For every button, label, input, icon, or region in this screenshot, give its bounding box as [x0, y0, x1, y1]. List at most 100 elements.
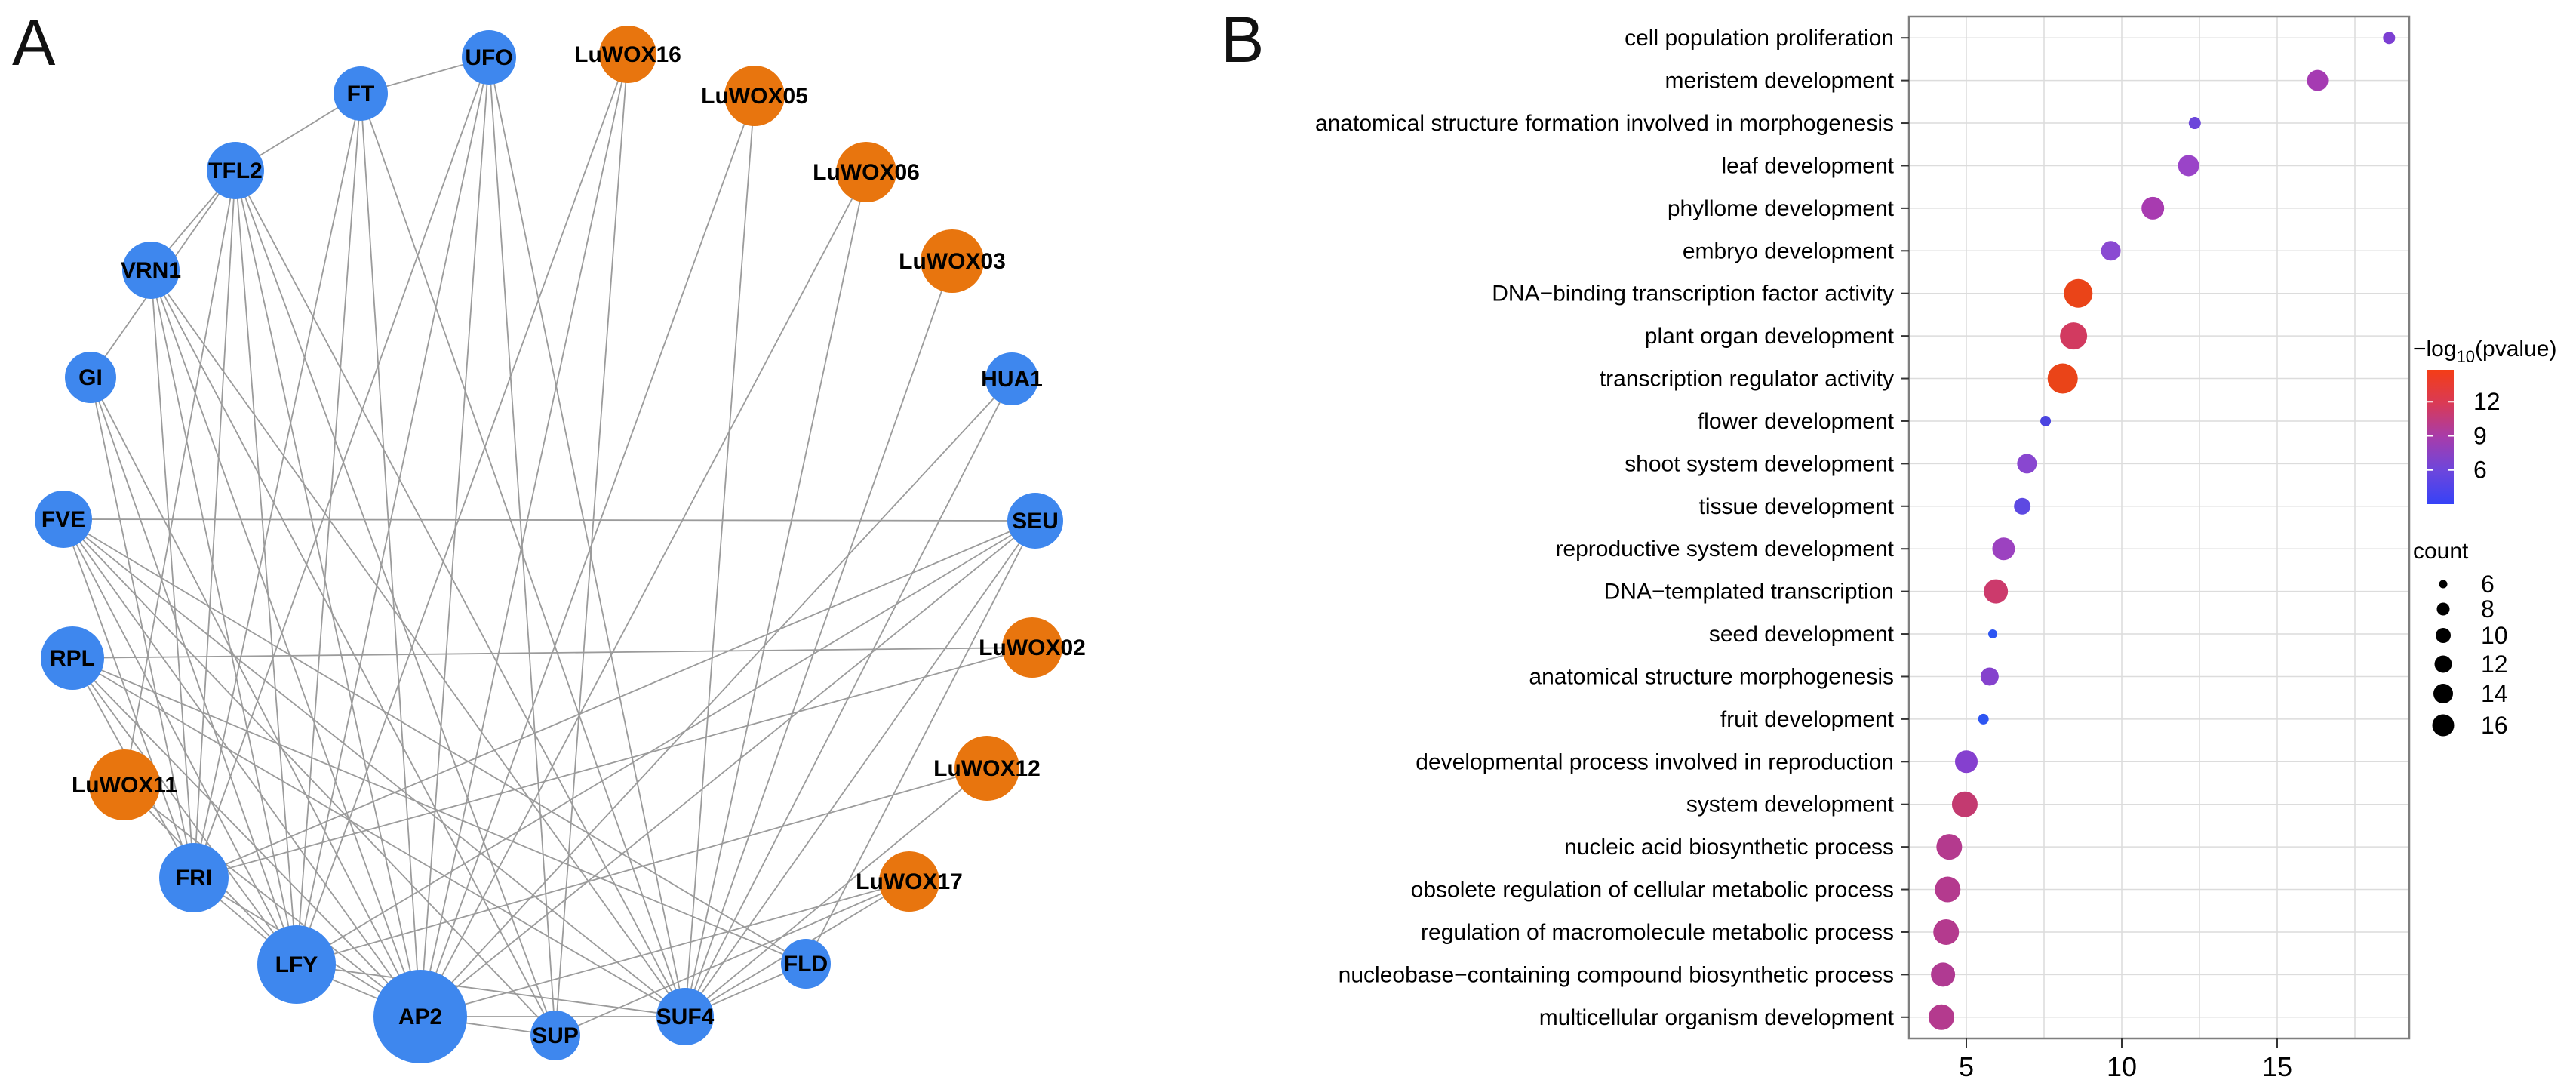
network-edge [684, 95, 755, 1017]
network-edge [360, 93, 421, 1017]
pvalue-colorbar [2427, 370, 2454, 504]
network-node-LuWOX16 [599, 26, 656, 83]
term-dot [1984, 579, 2009, 604]
network-node-label: FRI [176, 866, 212, 891]
y-axis-label: obsolete regulation of cellular metaboli… [1411, 878, 1894, 903]
network-edge [488, 57, 686, 1017]
term-dot [1978, 713, 1989, 725]
y-axis-label: plant organ development [1645, 324, 1895, 349]
term-dot [1980, 667, 1999, 686]
colorbar-tick-label: 12 [2473, 388, 2501, 415]
colorbar-tick-label: 6 [2473, 457, 2487, 484]
network-node-label: HUA1 [981, 367, 1043, 392]
plot-border [1907, 15, 2411, 1040]
count-legend-dot [2433, 684, 2453, 703]
network-edge [805, 520, 1036, 965]
network-node-HUA1 [985, 352, 1038, 405]
network-node-label: FT [347, 82, 375, 106]
count-legend-label: 14 [2481, 680, 2508, 707]
count-legend-label: 12 [2481, 651, 2508, 678]
network-node-SEU [1007, 493, 1063, 549]
count-legend-dot [2432, 714, 2455, 737]
network-edge [63, 518, 1036, 522]
network-edge [193, 520, 1036, 878]
count-legend-dot [2436, 602, 2450, 616]
term-dot [2014, 497, 2031, 515]
y-axis-label: leaf development [1722, 153, 1895, 178]
y-axis-label: anatomical structure morphogenesis [1529, 664, 1894, 689]
network-edge [296, 520, 1036, 965]
network-edge [420, 378, 1013, 1017]
y-axis-label: flower development [1698, 409, 1895, 434]
y-axis-label: tissue development [1699, 494, 1895, 519]
network-edge [90, 377, 297, 965]
network-node-SUF4 [656, 988, 714, 1045]
network-edge [235, 170, 686, 1017]
network-node-label: LuWOX12 [933, 756, 1041, 781]
term-dot [1988, 629, 1998, 639]
y-axis-label: cell population proliferation [1625, 26, 1894, 51]
network-node-label: LuWOX02 [979, 635, 1086, 660]
network-edge [193, 170, 236, 878]
network-node-UFO [462, 30, 516, 85]
term-dot [1933, 918, 1960, 945]
network-node-label: LuWOX06 [813, 160, 920, 185]
network-node-VRN1 [122, 242, 180, 299]
network-node-FVE [35, 491, 92, 548]
y-axis-label: nucleobase−containing compound biosynthe… [1339, 962, 1894, 987]
network-edge [296, 54, 629, 965]
term-dot [2017, 454, 2037, 474]
network-node-LuWOX11 [89, 749, 160, 820]
pvalue-legend-title: −log10(pvalue) [2413, 337, 2556, 366]
network-edge [684, 520, 1036, 1017]
network-node-TFL2 [207, 142, 264, 199]
term-dot [2060, 322, 2088, 350]
term-dot [2383, 32, 2396, 45]
y-axis-label: nucleic acid biosynthetic process [1564, 835, 1894, 860]
network-edge [488, 57, 556, 1036]
network-node-SUP [530, 1011, 580, 1060]
network-node-FLD [781, 939, 831, 989]
network-node-label: AP2 [398, 1005, 442, 1029]
y-axis-label: fruit development [1720, 707, 1895, 732]
y-axis-label: embryo development [1683, 238, 1895, 263]
network-node-label: LuWOX16 [574, 42, 681, 67]
network-edge [555, 881, 910, 1036]
network-node-label: FVE [41, 507, 85, 532]
network-node-GI [65, 352, 116, 403]
network-node-LuWOX05 [724, 66, 785, 126]
y-axis-label: anatomical structure formation involved … [1315, 111, 1894, 136]
y-axis-label: shoot system development [1625, 451, 1895, 476]
x-axis-tick-label: 5 [1959, 1051, 1974, 1082]
network-edge [124, 170, 236, 786]
network-edge [150, 269, 556, 1036]
term-dot [2141, 196, 2165, 220]
network-node-label: RPL [50, 646, 95, 671]
term-dot [2064, 278, 2093, 308]
network-node-LuWOX17 [879, 851, 939, 912]
network-edge [296, 57, 490, 965]
term-dot [2188, 117, 2201, 130]
network-edge [193, 93, 361, 878]
panel-a-label: A [12, 7, 56, 79]
network-edge [684, 171, 867, 1017]
network-edge [150, 269, 686, 1017]
network-edge [150, 269, 297, 965]
count-legend-label: 8 [2481, 595, 2495, 623]
term-dot [1955, 750, 1978, 774]
y-axis-label: transcription regulator activity [1600, 367, 1894, 392]
plot-background [1909, 17, 2409, 1038]
network-node-label: SEU [1012, 509, 1059, 534]
network-edge [150, 269, 421, 1017]
network-edge [420, 520, 1036, 1017]
y-axis-label: reproductive system development [1555, 537, 1894, 561]
network-node-LuWOX06 [836, 142, 896, 202]
term-dot [1936, 834, 1963, 860]
term-dot [1929, 1004, 1955, 1030]
network-edge [684, 768, 988, 1017]
term-dot [2047, 363, 2078, 394]
network-edge [555, 54, 629, 1036]
network-edge [420, 95, 755, 1017]
network-edge [90, 377, 421, 1017]
